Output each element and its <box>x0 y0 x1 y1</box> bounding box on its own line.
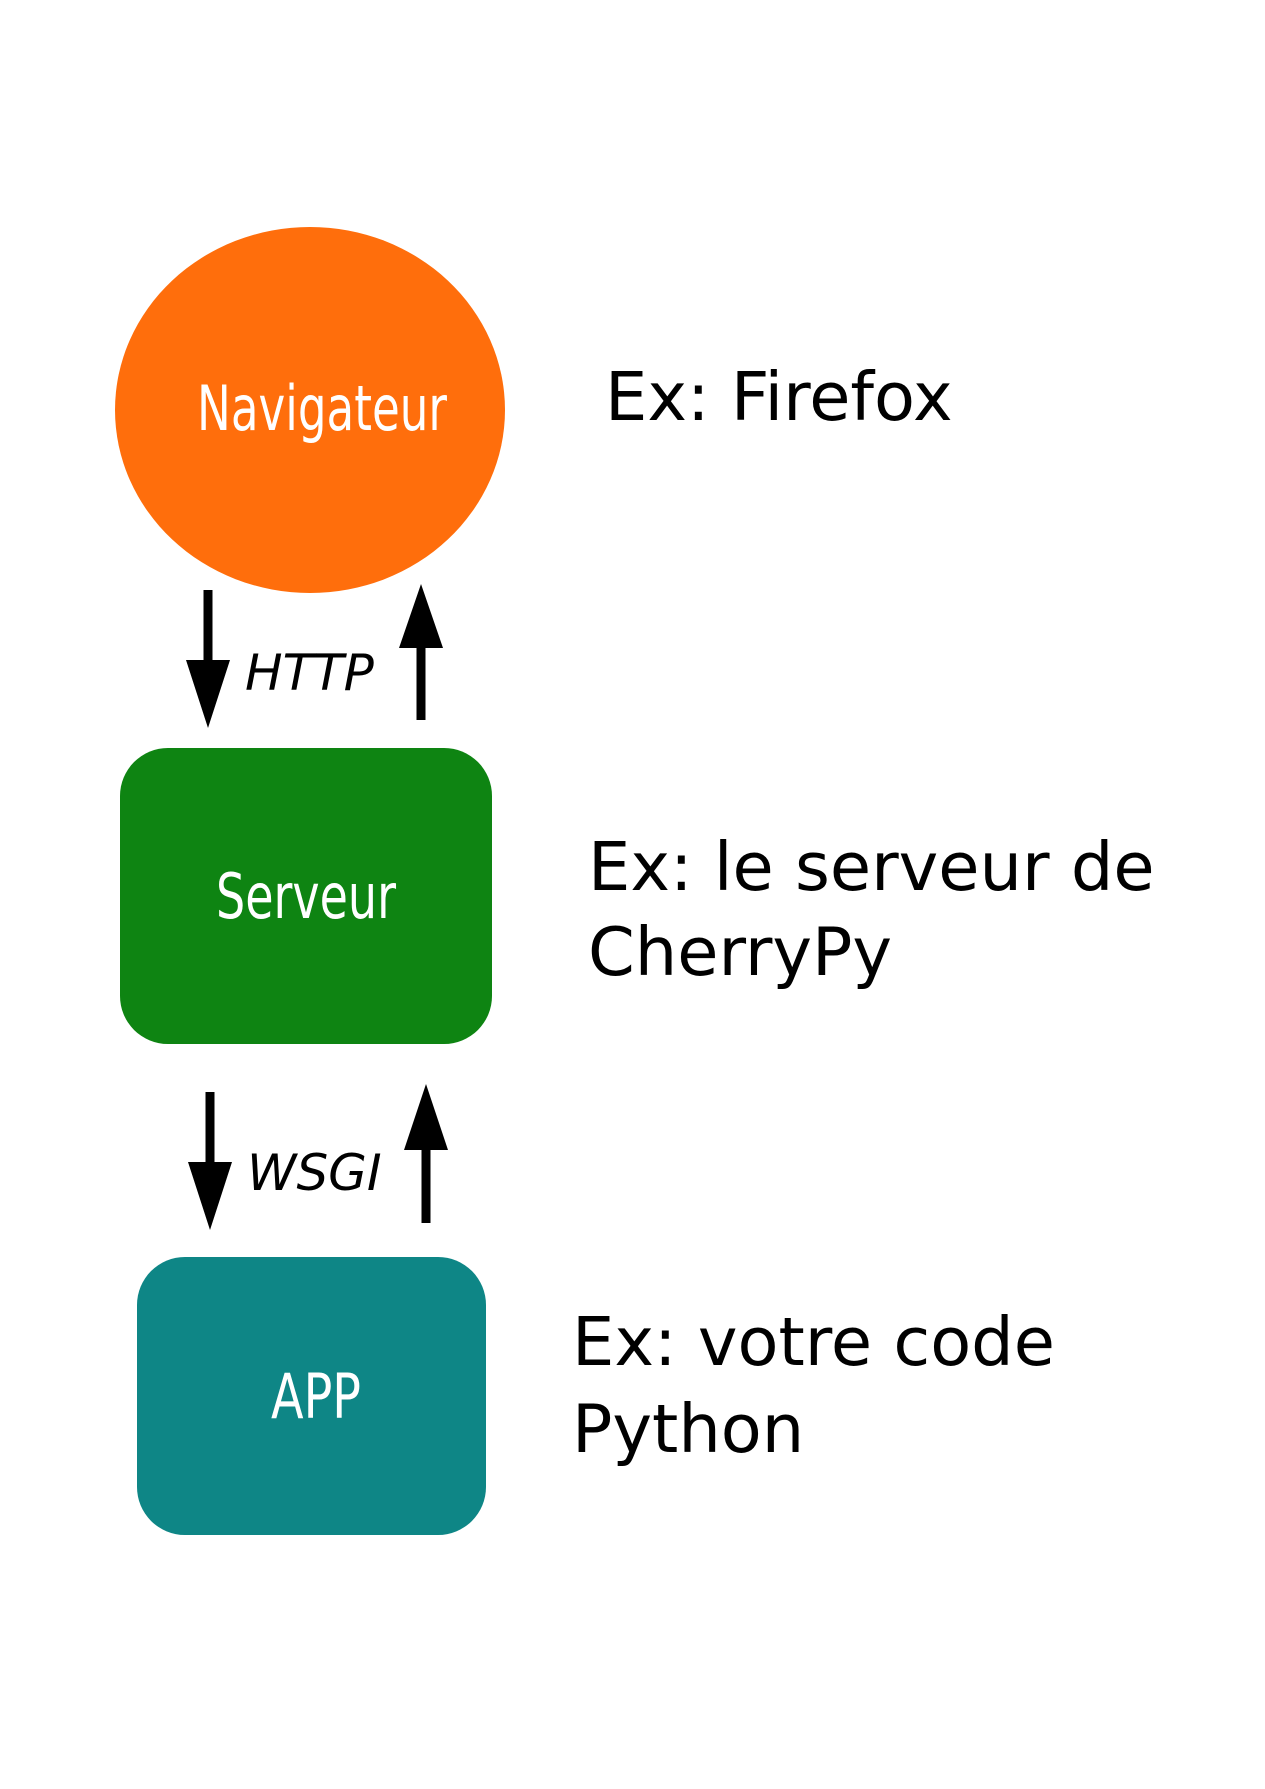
server-node-label: Serveur <box>216 860 396 933</box>
arrow-up-response-head <box>399 584 443 648</box>
browser-note: Ex: Firefox <box>605 358 953 436</box>
server-note-line1: Ex: le serveur de <box>588 828 1155 906</box>
http-connection: HTTP <box>186 584 443 728</box>
arrow-down-request-head <box>186 660 230 728</box>
browser-node: Navigateur <box>115 227 505 593</box>
browser-node-shape <box>115 227 505 593</box>
server-node-shape <box>120 748 492 1044</box>
server-note-line2: CherryPy <box>588 913 892 991</box>
server-node: Serveur <box>120 748 492 1044</box>
app-note-line1: Ex: votre code <box>572 1303 1055 1381</box>
server-note: Ex: le serveur de CherryPy <box>588 828 1155 991</box>
app-node-shape <box>137 1257 486 1535</box>
wsgi-label: WSGI <box>247 1144 382 1202</box>
http-label: HTTP <box>245 644 375 702</box>
wsgi-connection: WSGI <box>188 1084 448 1230</box>
browser-node-label: Navigateur <box>197 372 447 445</box>
app-note: Ex: votre code Python <box>572 1303 1055 1468</box>
arrow-up-return-head <box>404 1084 448 1150</box>
arrow-down-call-head <box>188 1162 232 1230</box>
app-node-label: APP <box>271 1360 361 1433</box>
browser-note-line1: Ex: Firefox <box>605 358 953 436</box>
app-note-line2: Python <box>572 1390 804 1468</box>
app-node: APP <box>137 1257 486 1535</box>
